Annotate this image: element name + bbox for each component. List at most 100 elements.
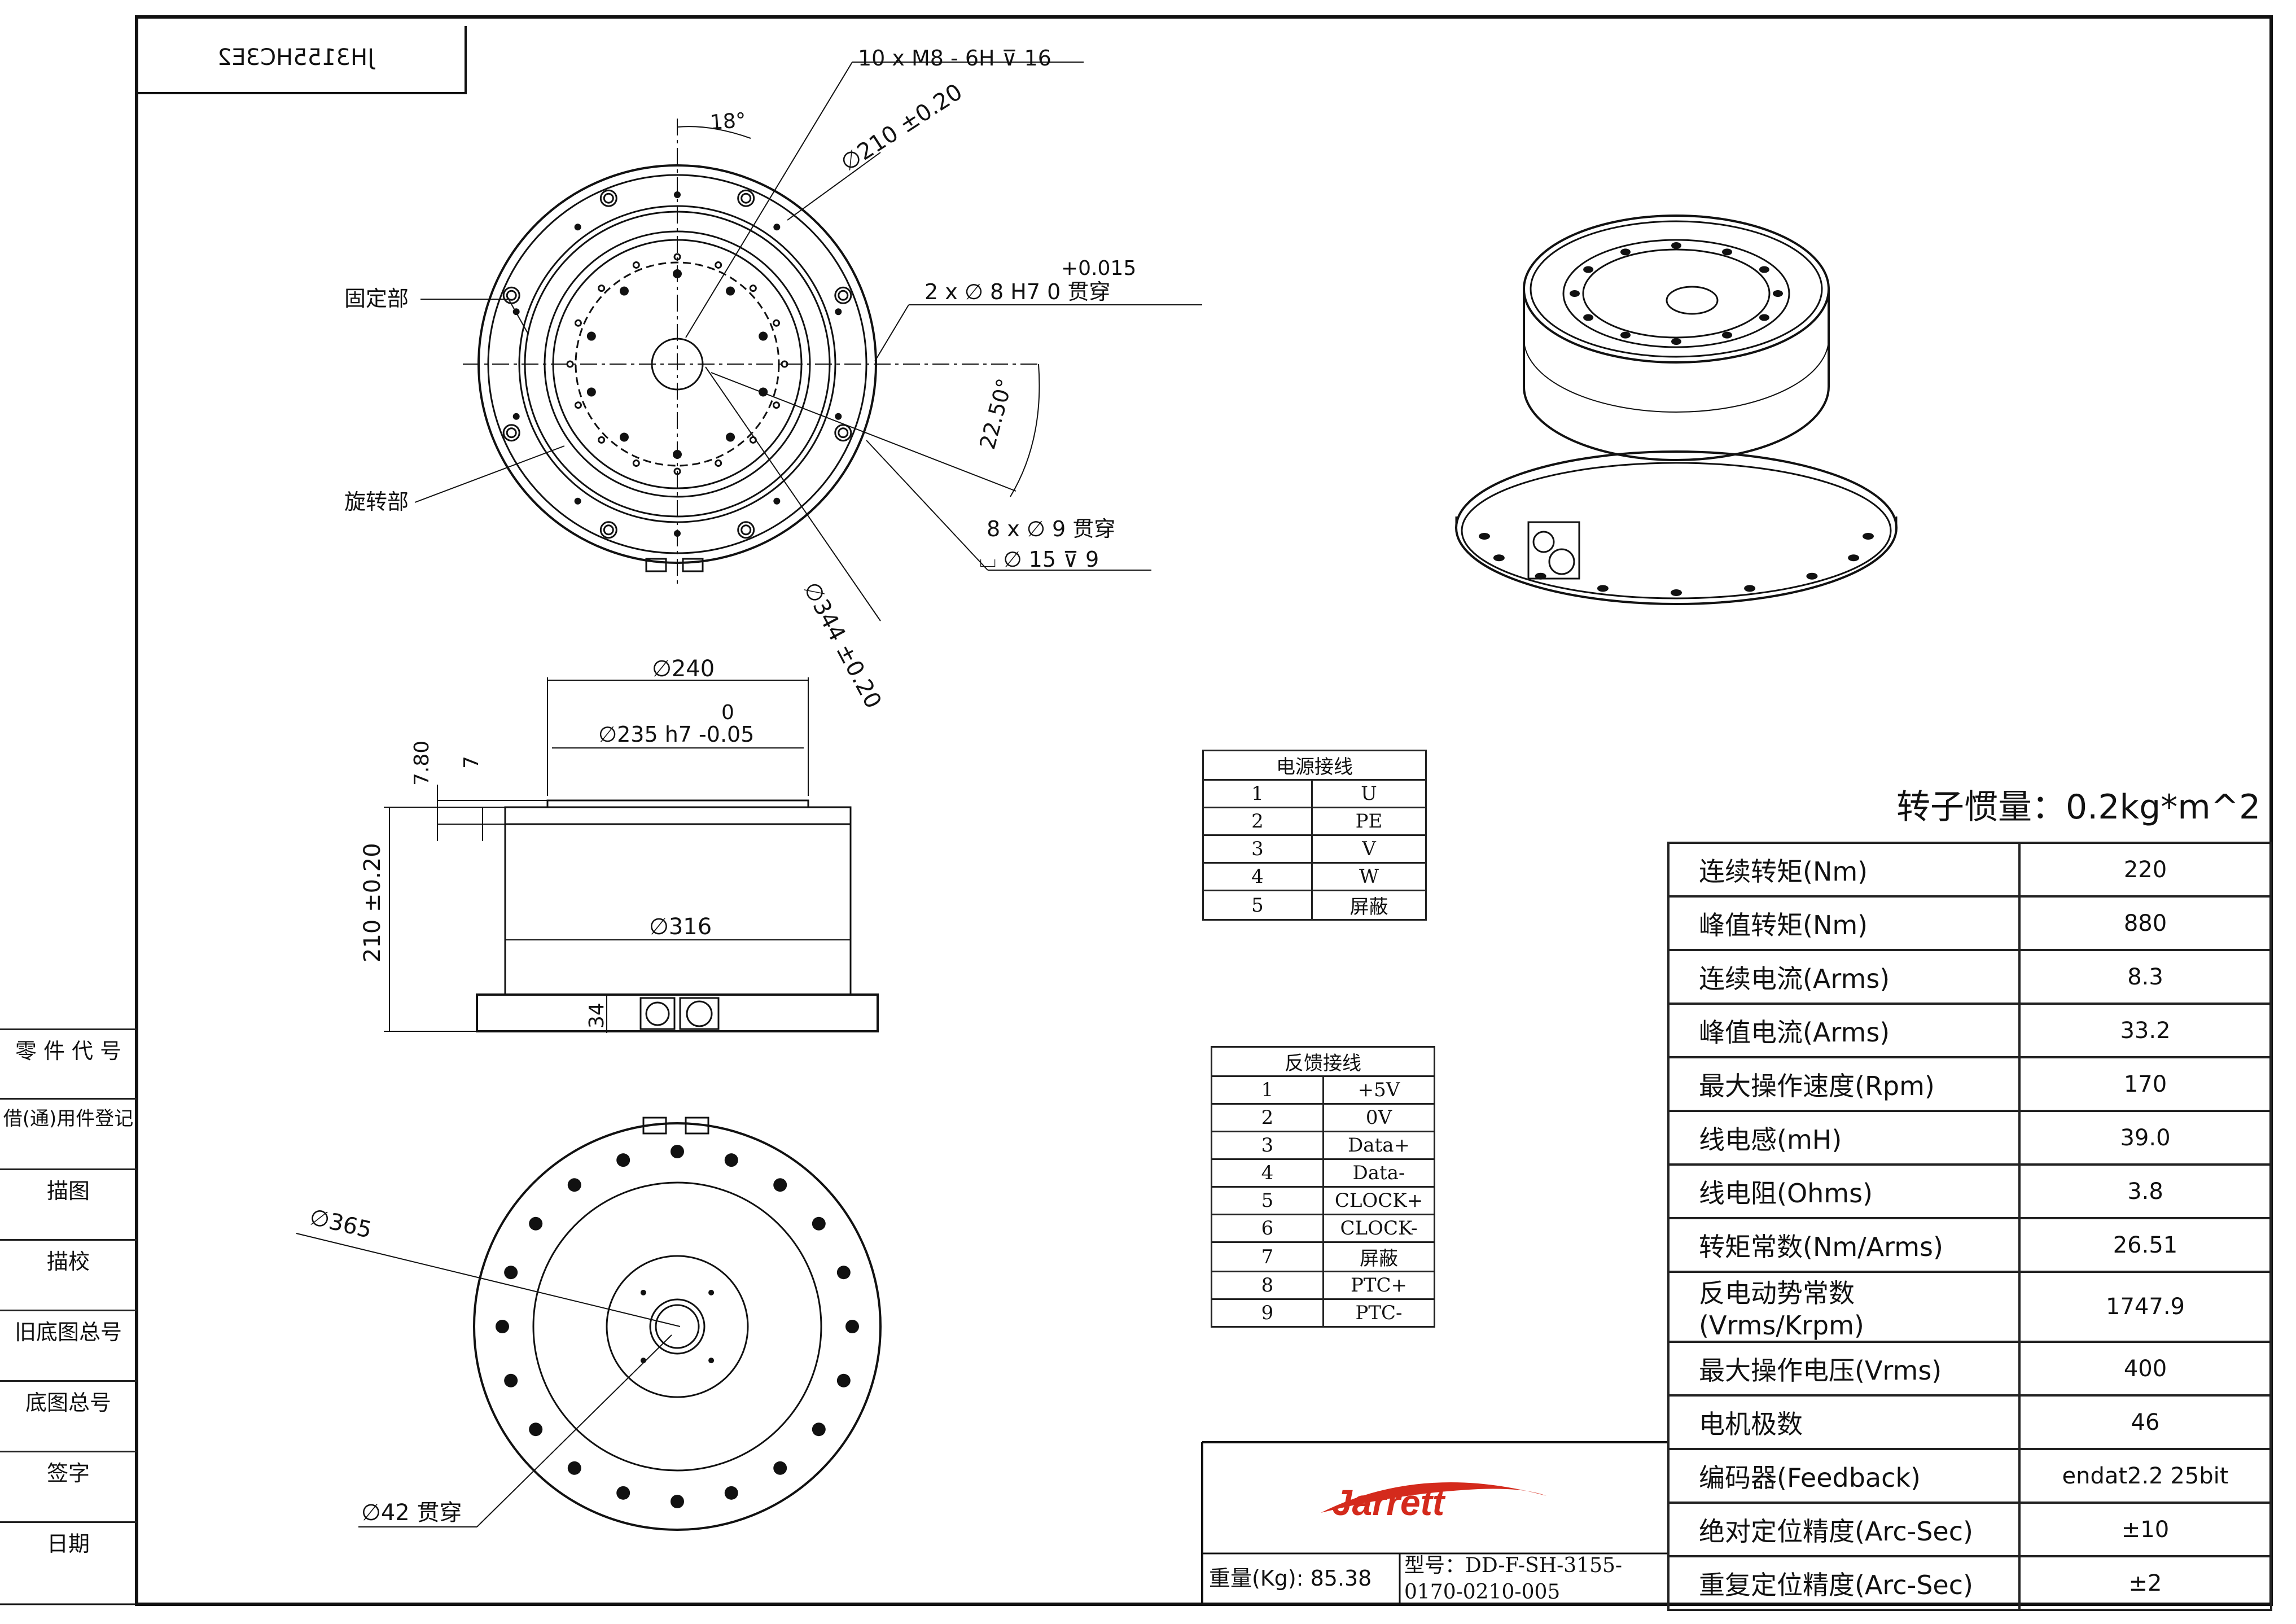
hole: [749, 284, 757, 292]
hole: [1759, 266, 1769, 273]
pin-number: 3: [1211, 1131, 1324, 1160]
hole: [496, 1320, 509, 1333]
hole-counterbore: [599, 189, 617, 207]
spec-label: 线电感(mH): [1667, 1110, 2021, 1166]
hole: [504, 1373, 518, 1387]
spec-label: 峰值电流(Arms): [1667, 1003, 2021, 1058]
hole: [1671, 338, 1681, 345]
side-label: 旧底图总号: [0, 1310, 137, 1346]
spec-value: 1747.9: [2018, 1271, 2272, 1343]
isometric-view: [1455, 215, 1898, 605]
height-210-label: 210 ±0.20: [360, 843, 385, 962]
dim-34-label: 34: [585, 1003, 608, 1028]
hole: [836, 1373, 851, 1387]
spec-value: 170: [2018, 1056, 2272, 1112]
hole: [566, 360, 574, 368]
bolt-spec-label: 10 x M8 - 6H ⊽ 16: [858, 46, 1051, 71]
hole: [715, 459, 722, 467]
hole: [1620, 331, 1631, 339]
hole: [616, 1153, 630, 1167]
spec-value: 3.8: [2018, 1163, 2272, 1219]
spec-row: 连续电流(Arms)8.3: [1667, 949, 2272, 1005]
hole-counterbore: [599, 521, 617, 539]
spec-value: 220: [2018, 842, 2272, 898]
spec-label: 线电阻(Ohms): [1667, 1163, 2021, 1219]
hole: [773, 1461, 787, 1475]
hole: [1848, 554, 1860, 562]
hole: [529, 1216, 543, 1231]
hole: [836, 1266, 851, 1280]
hole-counterbore: [502, 424, 520, 442]
dia-235-label: ∅235 h7 -0.05: [598, 722, 755, 747]
outer-bolt-holes: [502, 189, 852, 539]
hole: [1806, 572, 1818, 580]
pin-signal: PTC-: [1322, 1298, 1435, 1328]
pin-signal: PTC+: [1322, 1271, 1435, 1300]
dia-316-label: ∅316: [649, 914, 712, 940]
hole: [1583, 266, 1594, 273]
hole-counterbore: [737, 189, 755, 207]
counterbore-label: ⌴ ∅ 15 ⊽ 9: [979, 547, 1099, 572]
spec-value: 8.3: [2018, 949, 2272, 1005]
pin-number: 1: [1202, 779, 1313, 808]
hole: [838, 290, 849, 301]
spec-value: 39.0: [2018, 1110, 2272, 1166]
spec-label: 连续转矩(Nm): [1667, 842, 2021, 898]
pin-number: 4: [1211, 1158, 1324, 1188]
hole: [1620, 248, 1631, 256]
hole: [773, 224, 781, 231]
hole: [632, 459, 640, 467]
hole: [586, 331, 596, 341]
pin-signal: PE: [1311, 807, 1427, 836]
spec-value: 880: [2018, 895, 2272, 951]
dim-7-label: 7: [460, 756, 483, 769]
spec-row: 最大操作速度(Rpm)170: [1667, 1056, 2272, 1112]
jarrett-logo: Jarrett: [1309, 1468, 1558, 1530]
side-label: 日期: [0, 1521, 137, 1557]
holes-8x9-label: 8 x ∅ 9 贯穿: [987, 516, 1116, 541]
hole: [1535, 572, 1546, 580]
hole: [759, 331, 768, 341]
bottom-view: [296, 1117, 882, 1531]
spec-label: 电机极数: [1667, 1394, 2021, 1450]
hole: [504, 1266, 518, 1280]
pin-hole-tolerance: +0.015: [1061, 257, 1137, 280]
side-label: 底图总号: [0, 1380, 137, 1416]
pin-signal: V: [1311, 834, 1427, 864]
hole: [1479, 533, 1490, 540]
hole: [726, 432, 735, 442]
hole: [586, 387, 596, 397]
hole: [740, 524, 752, 536]
pin-signal: Data+: [1322, 1131, 1435, 1160]
drawing-number: JH3155HC3E2: [217, 45, 374, 71]
hole-counterbore: [502, 286, 520, 304]
hole: [616, 1486, 630, 1500]
dia-42-label: ∅42 贯穿: [361, 1500, 462, 1526]
pin-signal: U: [1311, 779, 1427, 808]
hole: [1671, 242, 1681, 249]
spec-label: 转矩常数(Nm/Arms): [1667, 1217, 2021, 1273]
pin-signal: Data-: [1322, 1158, 1435, 1188]
hole: [1570, 290, 1580, 297]
spec-row: 反电动势常数(Vrms/Krpm)1747.9: [1667, 1271, 2272, 1343]
hole: [603, 524, 614, 536]
spec-value: ±10: [2018, 1502, 2272, 1557]
pin-number: 4: [1202, 862, 1313, 891]
bottom-bolt-holes: [496, 1145, 859, 1508]
pin-hole-label: 2 x ∅ 8 H7 0 贯穿: [924, 279, 1111, 304]
hole: [598, 284, 606, 292]
hole: [1722, 248, 1732, 256]
hole: [567, 1178, 581, 1192]
hole: [1671, 589, 1682, 596]
hole: [574, 224, 581, 231]
hole: [671, 1145, 684, 1158]
spec-row: 最大操作电压(Vrms)400: [1667, 1341, 2272, 1397]
spec-row: 绝对定位精度(Arc-Sec)±10: [1667, 1502, 2272, 1557]
drawing-frame: [135, 15, 2273, 1606]
hole: [1863, 533, 1874, 540]
